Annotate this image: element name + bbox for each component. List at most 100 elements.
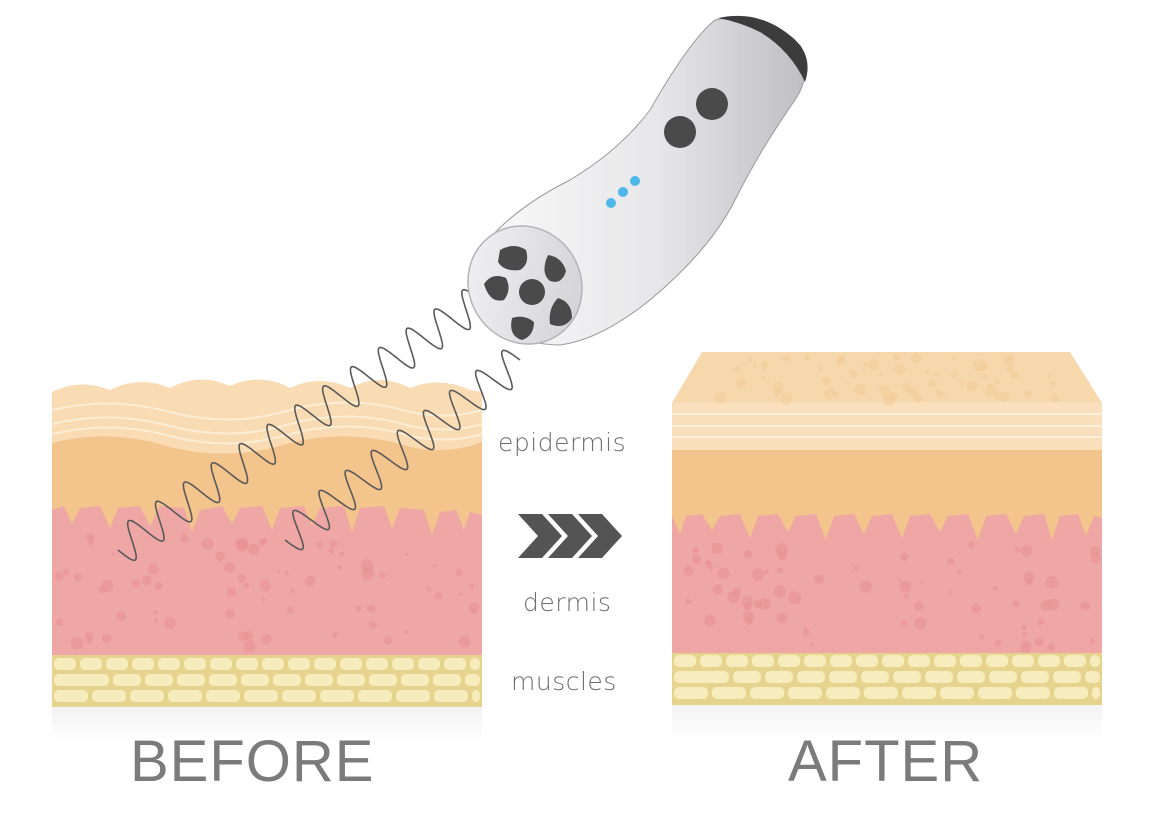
- before-epidermis-band: [52, 433, 482, 535]
- texture-dot: [367, 604, 376, 613]
- wave-icon: [117, 288, 521, 562]
- texture-dot: [934, 388, 940, 394]
- texture-dot: [55, 618, 64, 626]
- texture-dot: [260, 597, 266, 602]
- texture-dot: [368, 620, 377, 629]
- muscle-cell: [1085, 671, 1100, 683]
- muscle-cell: [465, 674, 480, 686]
- muscle-cell: [882, 655, 904, 667]
- texture-dot: [782, 354, 789, 362]
- after-fade: [672, 703, 1102, 741]
- muscle-cell: [401, 674, 429, 686]
- muscle-cell: [92, 690, 126, 702]
- after-dermis-dots: [683, 541, 1101, 653]
- texture-dot: [984, 384, 997, 396]
- muscle-cell: [1012, 655, 1034, 667]
- muscle-cell: [106, 658, 128, 670]
- texture-dot: [154, 581, 163, 591]
- texture-dot: [426, 586, 432, 592]
- texture-dot: [924, 369, 930, 375]
- muscle-cell: [826, 687, 860, 699]
- wave-line: [117, 288, 481, 562]
- texture-dot: [70, 636, 84, 650]
- epidermis-label: epidermis: [498, 428, 627, 457]
- texture-dot: [361, 567, 374, 580]
- texture-dot: [259, 579, 271, 592]
- muscle-cell: [940, 687, 974, 699]
- texture-dot: [277, 569, 281, 573]
- texture-dot: [1000, 391, 1010, 402]
- muscle-cell: [726, 655, 748, 667]
- texture-dot: [471, 608, 477, 614]
- after-top-texture: [714, 352, 1060, 406]
- texture-dot: [980, 362, 989, 371]
- texture-dot: [888, 387, 892, 391]
- texture-dot: [788, 591, 802, 605]
- muscle-cell: [797, 671, 825, 683]
- muscle-cell: [132, 658, 154, 670]
- muscle-cell: [434, 690, 468, 702]
- texture-dot: [337, 564, 342, 570]
- before-epidermis-line: [51, 401, 483, 421]
- texture-dot: [867, 358, 880, 371]
- texture-dot: [1034, 637, 1044, 647]
- muscle-cell: [765, 671, 793, 683]
- texture-dot: [804, 353, 811, 360]
- texture-dot: [261, 634, 272, 645]
- texture-dot: [993, 639, 1002, 647]
- texture-dot: [201, 537, 214, 550]
- texture-dot: [116, 611, 127, 622]
- texture-dot: [1089, 545, 1101, 557]
- texture-dot: [712, 584, 723, 595]
- texture-dot: [897, 578, 902, 583]
- texture-dot: [704, 614, 716, 627]
- texture-dot: [84, 631, 94, 641]
- texture-dot: [879, 384, 889, 395]
- texture-dot: [758, 597, 771, 611]
- texture-dot: [384, 635, 393, 645]
- texture-dot: [709, 566, 714, 570]
- texture-dot: [967, 385, 971, 390]
- muscle-cell: [908, 655, 930, 667]
- texture-dot: [960, 379, 965, 384]
- muscle-cell: [305, 674, 333, 686]
- muscle-cell: [934, 655, 956, 667]
- muscle-cell: [778, 655, 800, 667]
- muscle-cell: [366, 658, 388, 670]
- before-dermis-dots: [54, 533, 480, 653]
- texture-dot: [966, 380, 978, 392]
- texture-dot: [814, 574, 825, 584]
- texture-dot: [920, 581, 925, 585]
- texture-dot: [223, 562, 235, 574]
- muscle-cell: [444, 658, 466, 670]
- after-dermis-layer: [672, 505, 1102, 653]
- texture-dot: [804, 627, 808, 631]
- texture-dot: [1002, 354, 1015, 366]
- texture-dot: [101, 633, 112, 644]
- muscle-cell: [145, 674, 173, 686]
- muscle-cell: [54, 658, 76, 670]
- texture-dot: [776, 387, 783, 394]
- triple-chevron-right-icon: [518, 514, 622, 558]
- texture-dot: [355, 605, 362, 612]
- texture-dot: [1020, 545, 1033, 557]
- texture-dot: [908, 387, 919, 398]
- texture-dot: [332, 632, 338, 638]
- texture-dot: [1023, 571, 1036, 583]
- muscle-cell: [674, 687, 708, 699]
- texture-dot: [1019, 640, 1032, 653]
- texture-dot: [775, 543, 789, 556]
- texture-dot: [1047, 643, 1056, 651]
- texture-dot: [837, 355, 846, 364]
- muscle-cell: [864, 687, 898, 699]
- texture-dot: [732, 587, 742, 597]
- muscle-cell: [288, 658, 310, 670]
- texture-dot: [315, 541, 323, 549]
- texture-dot: [956, 570, 962, 575]
- texture-dot: [714, 392, 727, 404]
- texture-dot: [933, 371, 939, 377]
- muscle-cell: [236, 658, 258, 670]
- texture-dot: [691, 554, 702, 565]
- muscle-cell: [902, 687, 936, 699]
- texture-dot: [153, 618, 159, 623]
